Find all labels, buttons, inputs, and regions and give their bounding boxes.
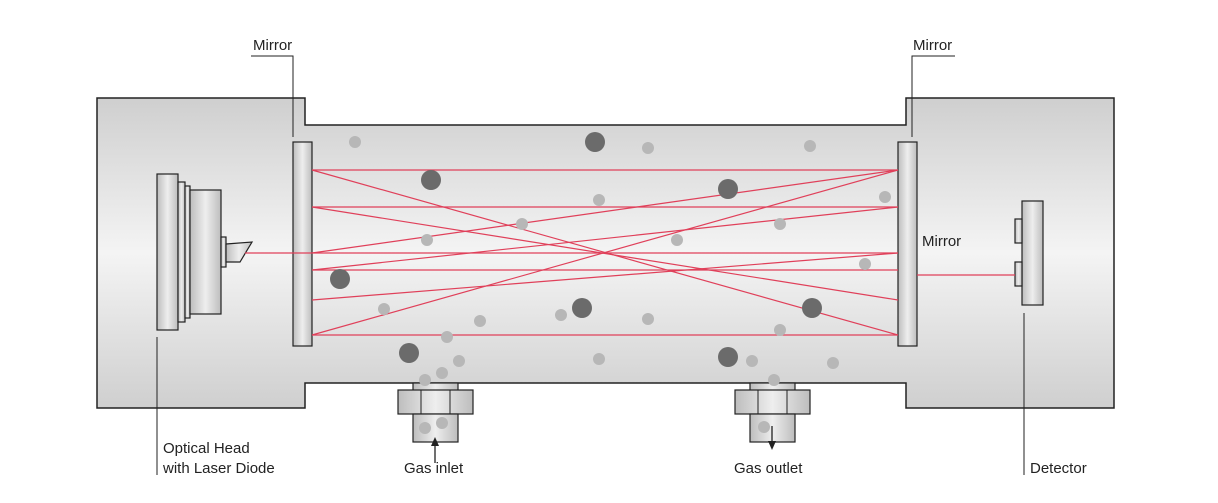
particle-small-4 [879,191,891,203]
particle-small-1 [349,136,361,148]
gas-particles [330,132,891,434]
particle-large-4 [330,269,350,289]
particle-small-7 [774,218,786,230]
particle-small-9 [671,234,683,246]
mirror-right-leader [911,55,955,137]
gas-inlet-label: Gas inlet [404,460,464,477]
particle-small-17 [453,355,465,367]
optical-head [156,173,254,331]
particle-small-21 [436,367,448,379]
particle-small-22 [419,374,431,386]
particle-small-12 [555,309,567,321]
detector [1014,200,1044,306]
particle-large-1 [585,132,605,152]
laser-diode-tip [225,241,254,263]
left-mirror [292,141,313,347]
particle-large-6 [802,298,822,318]
particle-small-6 [516,218,528,230]
particle-small-13 [474,315,486,327]
particle-large-5 [572,298,592,318]
particle-small-5 [593,194,605,206]
particle-small-25 [436,417,448,429]
laser-beam-7 [311,206,899,271]
particle-small-16 [441,331,453,343]
outlet-arrow [768,426,776,450]
particle-small-20 [827,357,839,369]
mirror-left-leader [251,55,294,137]
optical-head-label-line1: Optical Head [163,440,250,457]
particle-small-2 [642,142,654,154]
optical-head-label-line2: with Laser Diode [162,460,275,477]
inlet-arrow [431,437,439,463]
laser-beam-10 [311,169,899,336]
particle-large-3 [718,179,738,199]
detector-label: Detector [1030,460,1087,477]
particle-small-8 [421,234,433,246]
particle-small-23 [768,374,780,386]
particle-small-15 [774,324,786,336]
laser-beams [245,169,1015,336]
gas-inlet-fitting [397,382,474,443]
particle-small-26 [758,421,770,433]
laser-beam-9 [311,252,899,301]
particle-small-3 [804,140,816,152]
mirror-right-inner-label: Mirror [922,233,961,250]
particle-small-24 [419,422,431,434]
particle-small-19 [746,355,758,367]
particle-small-18 [593,353,605,365]
particle-large-2 [421,170,441,190]
particle-large-7 [399,343,419,363]
laser-beam-6 [311,169,899,254]
particle-small-11 [378,303,390,315]
laser-beam-5 [311,206,899,301]
gas-outlet-label: Gas outlet [734,460,803,477]
particle-large-8 [718,347,738,367]
mirror-left-label: Mirror [253,37,292,54]
mirror-right-label: Mirror [913,37,952,54]
particle-small-10 [859,258,871,270]
right-mirror [897,141,918,347]
particle-small-14 [642,313,654,325]
